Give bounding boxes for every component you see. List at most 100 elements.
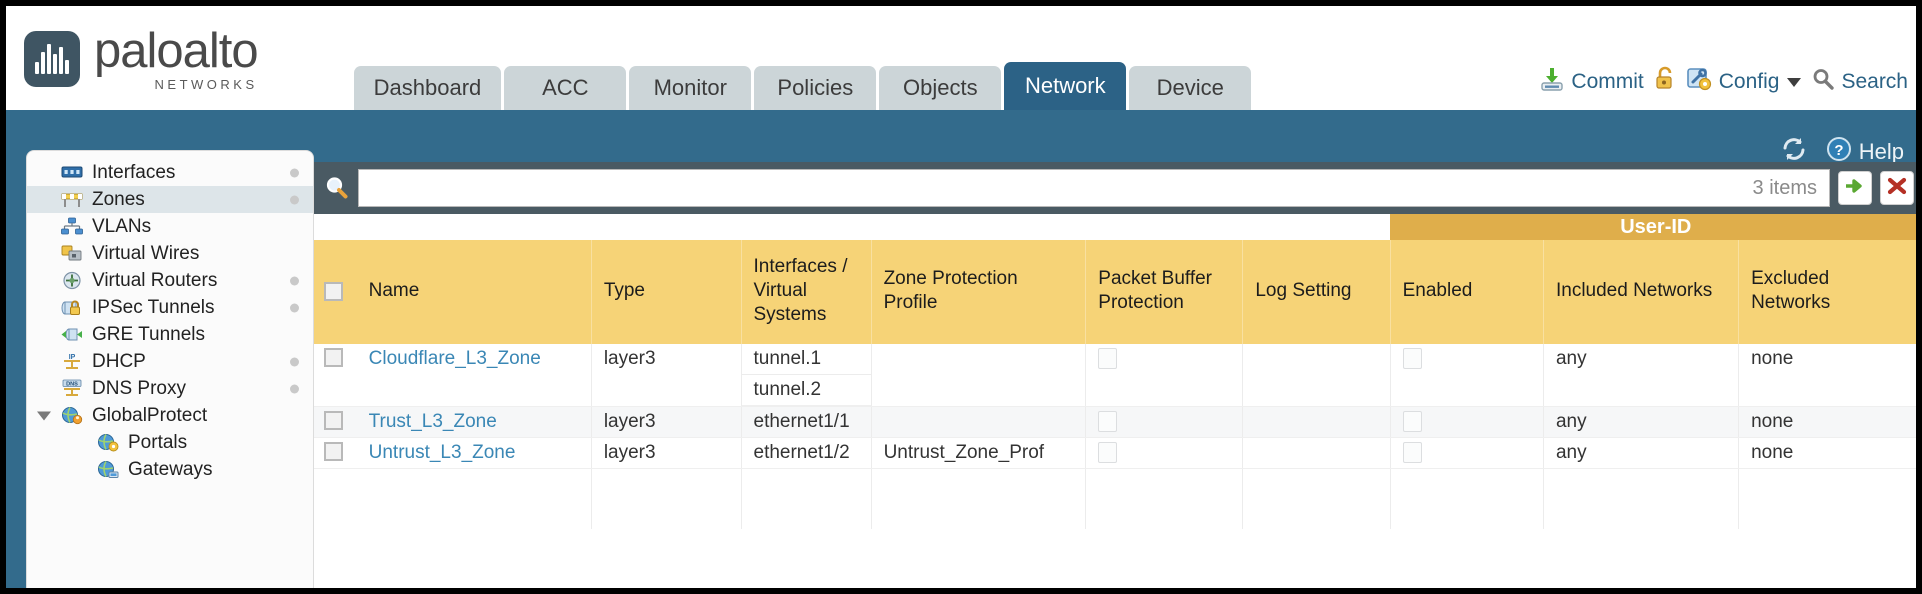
cell-user-id-enabled[interactable]	[1390, 406, 1544, 438]
user-id-enabled-checkbox[interactable]	[1402, 348, 1422, 369]
sidebar-item-globalprotect[interactable]: GlobalProtect	[27, 402, 313, 429]
svg-text:?: ?	[1834, 142, 1843, 159]
user-id-enabled-checkbox[interactable]	[1402, 411, 1422, 432]
cell-user-id-enabled[interactable]	[1390, 437, 1544, 469]
cell-name[interactable]: Trust_L3_Zone	[360, 406, 592, 438]
tab-monitor[interactable]: Monitor	[629, 66, 752, 110]
row-select-cell[interactable]	[314, 406, 361, 438]
column-header-interfaces[interactable]: Interfaces / Virtual Systems	[741, 240, 872, 344]
column-header-excluded-networks[interactable]: Excluded Networks	[1738, 240, 1922, 344]
packet-buffer-protection-checkbox[interactable]	[1098, 411, 1118, 432]
refresh-icon[interactable]	[1780, 136, 1808, 168]
sidebar-item-label: Zones	[92, 188, 145, 210]
search-input[interactable]: 3 items	[358, 169, 1830, 207]
sidebar-item-gateways[interactable]: Gateways	[27, 456, 313, 483]
cell-type: layer3	[591, 437, 742, 469]
zones-table-container: User-ID Name Type Interfaces / Virtual S…	[314, 214, 1922, 594]
select-all-header[interactable]	[314, 240, 361, 344]
cell-excluded-networks: none	[1738, 344, 1922, 407]
tab-acc[interactable]: ACC	[504, 66, 627, 110]
tab-dashboard[interactable]: Dashboard	[353, 66, 502, 110]
group-header-spacer	[314, 214, 1391, 240]
sidebar-item-dns-proxy[interactable]: DNS DNS Proxy	[27, 375, 313, 402]
item-count-label: 3 items	[1752, 176, 1817, 199]
sidebar-status-dot	[290, 384, 299, 393]
row-checkbox[interactable]	[324, 411, 343, 430]
sidebar-item-label: DHCP	[92, 350, 146, 372]
table-row[interactable]: Trust_L3_Zone layer3 ethernet1/1	[314, 406, 1922, 438]
select-all-checkbox[interactable]	[324, 281, 343, 301]
zone-name-link[interactable]: Untrust_L3_Zone	[368, 442, 516, 463]
commit-button[interactable]: Commit	[1539, 66, 1644, 98]
sidebar-item-zones[interactable]: Zones	[27, 186, 313, 213]
unlocked-padlock-icon	[1654, 66, 1676, 98]
packet-buffer-protection-checkbox[interactable]	[1098, 442, 1118, 463]
tab-device[interactable]: Device	[1129, 66, 1252, 110]
zone-name-link[interactable]: Cloudflare_L3_Zone	[368, 348, 541, 369]
dns-proxy-icon: DNS	[61, 379, 83, 398]
search-button[interactable]: Search	[1811, 67, 1908, 97]
config-button[interactable]: Config	[1686, 66, 1802, 98]
row-select-cell[interactable]	[314, 344, 361, 407]
sidebar-item-label: Interfaces	[92, 161, 176, 183]
packet-buffer-protection-checkbox[interactable]	[1098, 348, 1118, 369]
help-question-icon: ?	[1826, 136, 1852, 168]
apply-filter-button[interactable]	[1838, 171, 1872, 205]
gateways-globe-icon	[97, 460, 119, 479]
column-header-packet-buffer-protection[interactable]: Packet Buffer Protection	[1085, 240, 1244, 344]
help-button[interactable]: ? Help	[1826, 136, 1904, 168]
sidebar-item-portals[interactable]: Portals	[27, 429, 313, 456]
cell-included-networks: any	[1543, 437, 1740, 469]
table-empty-area	[314, 468, 1922, 529]
cell-user-id-enabled[interactable]	[1390, 344, 1544, 407]
user-id-enabled-checkbox[interactable]	[1402, 442, 1422, 463]
clear-filter-button[interactable]	[1880, 171, 1914, 205]
column-header-enabled[interactable]: Enabled	[1390, 240, 1544, 344]
row-checkbox[interactable]	[324, 442, 343, 461]
lock-button[interactable]	[1654, 66, 1676, 98]
sidebar-item-label: Portals	[128, 431, 188, 453]
sidebar-item-label: Virtual Wires	[92, 242, 200, 264]
column-header-name[interactable]: Name	[360, 240, 592, 344]
row-select-cell[interactable]	[314, 437, 361, 469]
top-header: paloalto NETWORKS Dashboard ACC Monitor …	[0, 0, 1922, 110]
sidebar-item-label: VLANs	[92, 215, 152, 237]
sidebar-item-virtual-wires[interactable]: Virtual Wires	[27, 240, 313, 267]
table-row[interactable]: Untrust_L3_Zone layer3 ethernet1/2 Untru…	[314, 437, 1922, 469]
sidebar-status-dot	[290, 195, 299, 204]
cell-packet-buffer-protection[interactable]	[1085, 437, 1244, 469]
zone-name-link[interactable]: Trust_L3_Zone	[368, 411, 497, 432]
cell-packet-buffer-protection[interactable]	[1085, 406, 1244, 438]
column-header-included-networks[interactable]: Included Networks	[1543, 240, 1740, 344]
tab-policies[interactable]: Policies	[754, 66, 877, 110]
chevron-down-icon[interactable]	[1787, 77, 1802, 87]
brand-subtitle: NETWORKS	[154, 77, 258, 92]
sidebar-item-gre-tunnels[interactable]: GRE Tunnels	[27, 321, 313, 348]
cell-name[interactable]: Untrust_L3_Zone	[360, 437, 592, 469]
config-wrench-key-icon	[1686, 66, 1713, 98]
sidebar-item-interfaces[interactable]: Interfaces	[27, 159, 313, 186]
cell-included-networks: any	[1543, 344, 1740, 407]
sidebar-item-dhcp[interactable]: IP DHCP	[27, 348, 313, 375]
column-header-type[interactable]: Type	[591, 240, 742, 344]
sidebar-item-virtual-routers[interactable]: Virtual Routers	[27, 267, 313, 294]
column-header-log-setting[interactable]: Log Setting	[1242, 240, 1391, 344]
tab-network[interactable]: Network	[1004, 62, 1127, 110]
virtual-routers-icon	[61, 271, 83, 290]
row-checkbox[interactable]	[324, 348, 343, 367]
cell-name[interactable]: Cloudflare_L3_Zone	[360, 344, 592, 407]
column-header-zone-protection-profile[interactable]: Zone Protection Profile	[871, 240, 1087, 344]
cell-packet-buffer-protection[interactable]	[1085, 344, 1244, 407]
cell-included-networks: any	[1543, 406, 1740, 438]
sidebar-item-ipsec-tunnels[interactable]: IPSec Tunnels	[27, 294, 313, 321]
table-row[interactable]: Cloudflare_L3_Zone layer3 tunnel.1 tunne…	[314, 344, 1922, 407]
search-toolbar: 3 items	[314, 162, 1922, 214]
sidebar-item-vlans[interactable]: VLANs	[27, 213, 313, 240]
chevron-down-icon[interactable]	[37, 411, 51, 420]
sidebar-item-label: IPSec Tunnels	[92, 296, 215, 318]
cell-type: layer3	[591, 344, 742, 407]
main-body: Interfaces Zones	[0, 150, 1922, 594]
tab-objects[interactable]: Objects	[879, 66, 1002, 110]
cell-excluded-networks: none	[1738, 406, 1922, 438]
search-magnifier-icon	[1811, 67, 1835, 97]
